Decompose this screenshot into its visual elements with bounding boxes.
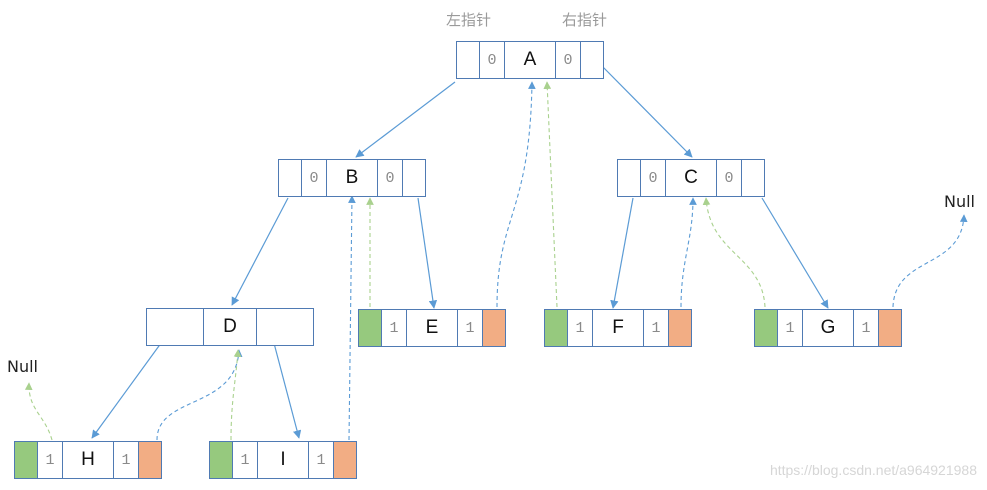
right-thread-cell bbox=[482, 309, 506, 347]
node-value: E bbox=[406, 309, 458, 347]
right-pointer-cell bbox=[741, 159, 765, 197]
thread-i-to-d bbox=[230, 349, 242, 441]
null-label-left: Null bbox=[7, 357, 38, 376]
right-pointer-cell bbox=[580, 41, 604, 79]
left-thread-cell bbox=[754, 309, 778, 347]
edge-d-h bbox=[91, 327, 173, 439]
thread-h-to-null bbox=[24, 382, 53, 441]
left-tag: 1 bbox=[777, 309, 803, 347]
node-a: 0 A 0 bbox=[456, 41, 604, 79]
left-thread-cell bbox=[14, 441, 38, 479]
node-value: C bbox=[665, 159, 717, 197]
right-tag: 0 bbox=[555, 41, 581, 79]
edge-a-b bbox=[355, 81, 456, 158]
left-tag: 0 bbox=[479, 41, 505, 79]
node-c: 0 C 0 bbox=[617, 159, 765, 197]
left-pointer-header: 左指针 bbox=[446, 11, 492, 29]
right-tag: 1 bbox=[643, 309, 669, 347]
node-value: F bbox=[592, 309, 644, 347]
edge-d-i bbox=[269, 327, 302, 439]
right-thread-cell bbox=[878, 309, 902, 347]
right-tag: 0 bbox=[377, 159, 403, 197]
node-b: 0 B 0 bbox=[278, 159, 426, 197]
node-value: D bbox=[203, 308, 257, 346]
edge-c-f bbox=[610, 197, 634, 309]
thread-i-to-b bbox=[348, 195, 356, 441]
node-h: 1 H 1 bbox=[14, 441, 162, 479]
left-pointer-cell bbox=[456, 41, 480, 79]
node-value: I bbox=[257, 441, 309, 479]
left-tag: 1 bbox=[381, 309, 407, 347]
left-tag: 1 bbox=[232, 441, 258, 479]
right-thread-cell bbox=[138, 441, 162, 479]
right-thread-cell bbox=[668, 309, 692, 347]
node-value: H bbox=[62, 441, 114, 479]
right-pointer-cell bbox=[256, 308, 314, 346]
left-pointer-cell bbox=[146, 308, 204, 346]
right-tag: 1 bbox=[113, 441, 139, 479]
edge-b-d bbox=[231, 197, 289, 306]
left-tag: 0 bbox=[640, 159, 666, 197]
left-tag: 0 bbox=[301, 159, 327, 197]
node-value: A bbox=[504, 41, 556, 79]
thread-g-to-null bbox=[892, 214, 968, 308]
edge-c-g bbox=[761, 197, 829, 309]
node-i: 1 I 1 bbox=[209, 441, 357, 479]
node-value: B bbox=[326, 159, 378, 197]
node-f: 1 F 1 bbox=[544, 309, 692, 347]
watermark: https://blog.csdn.net/a964921988 bbox=[769, 462, 977, 478]
null-label-right: Null bbox=[944, 192, 975, 211]
left-thread-cell bbox=[209, 441, 233, 479]
node-d: D bbox=[146, 308, 314, 346]
left-tag: 1 bbox=[567, 309, 593, 347]
left-thread-cell bbox=[358, 309, 382, 347]
edge-a-c bbox=[597, 61, 693, 158]
thread-g-to-c bbox=[702, 197, 766, 308]
right-tag: 1 bbox=[457, 309, 483, 347]
right-tag: 0 bbox=[716, 159, 742, 197]
left-tag: 1 bbox=[37, 441, 63, 479]
thread-e-to-a bbox=[496, 81, 536, 308]
right-pointer-cell bbox=[402, 159, 426, 197]
node-value: G bbox=[802, 309, 854, 347]
thread-h-to-d bbox=[156, 349, 243, 441]
thread-f-to-a bbox=[543, 81, 558, 308]
left-pointer-cell bbox=[617, 159, 641, 197]
node-g: 1 G 1 bbox=[754, 309, 902, 347]
node-e: 1 E 1 bbox=[358, 309, 506, 347]
thread-f-to-c bbox=[680, 197, 697, 308]
right-pointer-header: 右指针 bbox=[562, 11, 608, 29]
edge-b-e bbox=[417, 197, 438, 309]
right-tag: 1 bbox=[308, 441, 334, 479]
right-thread-cell bbox=[333, 441, 357, 479]
right-tag: 1 bbox=[853, 309, 879, 347]
left-pointer-cell bbox=[278, 159, 302, 197]
left-thread-cell bbox=[544, 309, 568, 347]
